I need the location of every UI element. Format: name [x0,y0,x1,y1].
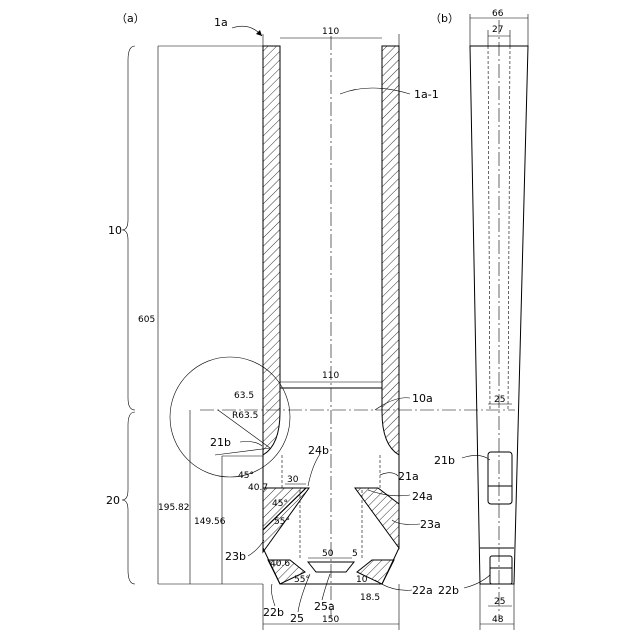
dim-149-56: 149.56 [194,517,226,527]
dim-5: 5 [352,549,358,559]
side-hidden-right [508,46,510,410]
ref-21b-a: 21b [210,436,231,449]
dimension-lines-b [462,14,528,630]
ref-25: 25 [290,612,304,625]
ref-21b-b: 21b [434,454,455,467]
dim-25-b: 25 [494,597,505,607]
panel-b-label: （b） [430,12,459,25]
ref-1a-1: 1a-1 [414,88,439,101]
ref-1a: 1a [214,16,228,29]
ref-20: 20 [106,494,120,507]
dim-18-5: 18.5 [360,593,380,603]
dim-55deg-b: 55° [294,575,310,585]
dim-110-mid: 110 [322,371,339,381]
dim-55deg-a: 55° [274,517,290,527]
ref-23b: 23b [225,550,246,563]
dim-66: 66 [492,9,504,19]
dim-40-6: 40.6 [270,559,290,569]
dim-R63-5: R63.5 [232,411,258,421]
panel-a-label: （a） [116,12,145,25]
ref-22a: 22a [412,584,433,597]
dim-150: 150 [322,615,339,625]
ref-21a: 21a [398,470,419,483]
dim-195-82: 195.82 [158,503,190,513]
dim-30: 30 [287,475,299,485]
ref-24a: 24a [412,490,433,503]
right-wall-section [382,46,399,455]
dim-110-top: 110 [322,27,339,37]
slot-22b [490,556,512,584]
ref-23a: 23a [420,518,441,531]
dim-48: 48 [492,615,504,625]
ref-24b: 24b [308,444,329,457]
fin-23a [355,488,399,548]
dim-10: 10 [356,575,368,585]
radius-leader2 [215,448,270,455]
dim-63-5: 63.5 [234,391,254,401]
side-hidden-left [488,46,490,410]
ref-22b-a: 22b [263,606,284,619]
dim-605: 605 [138,315,155,325]
dim-50: 50 [322,549,334,559]
dim-40-7: 40.7 [248,483,268,493]
ref-10a: 10a [412,392,433,405]
dim-27: 27 [492,25,503,35]
slot-21b [488,452,512,504]
ref-22b-b: 22b [438,584,459,597]
dim-45deg-a: 45° [238,471,254,481]
ref-10: 10 [108,224,122,237]
ref-25a: 25a [314,600,335,613]
panel-b-drawing [470,20,528,620]
dim-25-a: 25 [494,395,505,405]
dim-45deg-b: 45° [272,499,288,509]
left-wall-section [263,46,280,455]
